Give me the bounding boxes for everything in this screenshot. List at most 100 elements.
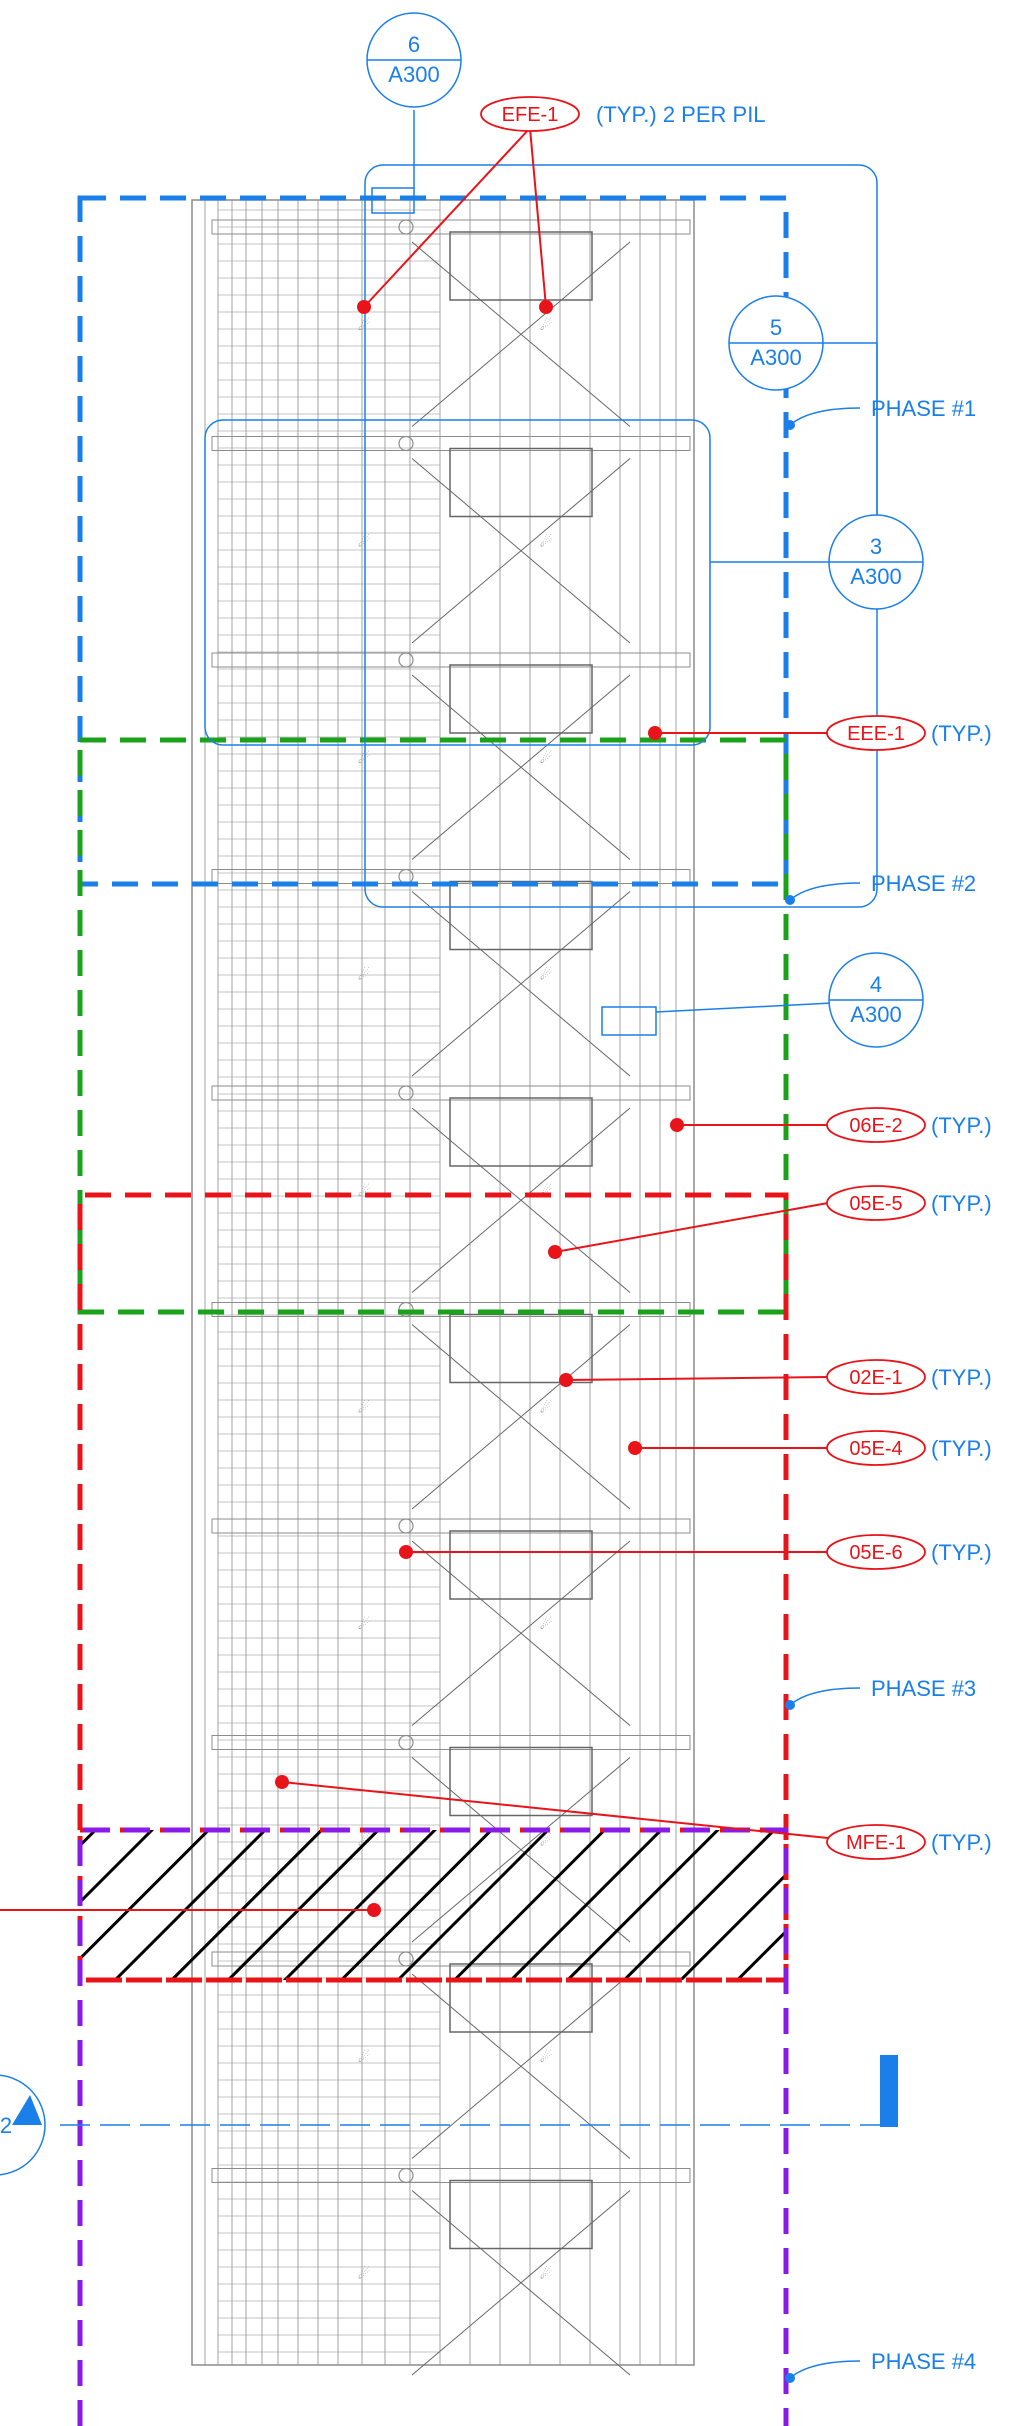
tag-05e-5-label: 05E-5	[849, 1193, 902, 1215]
cut-line-bubble[interactable]: 2	[0, 2074, 46, 2176]
section-bubble-4-sheet: A300	[850, 1002, 901, 1027]
rack-symbol: ☄	[358, 534, 371, 551]
phase-4-label: PHASE #4	[871, 2349, 976, 2374]
equipment-box	[449, 1313, 593, 1384]
phase-3-boundary	[77, 1192, 789, 1983]
tag-05e-5-note: (TYP.)	[931, 1191, 992, 1216]
phase-1-label: PHASE #1	[871, 396, 976, 421]
bracing-line	[411, 674, 631, 860]
tag-05e-4[interactable]: 05E-4 (TYP.)	[826, 1430, 992, 1466]
equipment-box	[449, 664, 593, 734]
bracing-line	[411, 1540, 631, 1726]
pile-circle	[398, 219, 414, 235]
rack-symbol: ☄	[358, 1616, 371, 1633]
section-bubble-3-sheet: A300	[850, 564, 901, 589]
section-bubble-6[interactable]: 6 A300	[366, 12, 462, 108]
section-bubble-4-number: 4	[870, 972, 882, 997]
rack-symbol: ☄	[358, 1400, 371, 1417]
cut-line-marker	[880, 2055, 898, 2127]
pile-circle	[398, 1734, 414, 1751]
rack-symbol: ☄	[540, 1400, 553, 1417]
rack-symbol: ☄	[540, 2266, 553, 2283]
equipment-box	[449, 447, 593, 518]
phase-leaders	[789, 407, 861, 2379]
rack-symbol: ☄	[540, 317, 553, 334]
tag-05e-6-note: (TYP.)	[931, 1540, 992, 1565]
bracing-line	[411, 2190, 631, 2376]
rack-beam	[211, 1518, 691, 1534]
tag-05e-6[interactable]: 05E-6 (TYP.)	[826, 1534, 992, 1570]
rack-beam	[211, 1085, 691, 1101]
rack-symbol: ☄	[540, 1616, 553, 1633]
rack-beam	[211, 2168, 691, 2183]
tag-02e-1-label: 02E-1	[849, 1367, 902, 1389]
phase-1-boundary	[77, 195, 789, 887]
rack-symbol: ☄	[540, 2049, 553, 2066]
callout-outlines	[60, 110, 890, 2126]
section-bubble-5[interactable]: 5 A300	[728, 295, 824, 391]
phase-3-label: PHASE #3	[871, 1676, 976, 1701]
section-bubble-3-number: 3	[870, 534, 882, 559]
tag-05e-4-note: (TYP.)	[931, 1436, 992, 1461]
rack-symbol: ☄	[540, 534, 553, 551]
tag-efe-1-label: EFE-1	[502, 104, 559, 126]
rack-symbol: ☄	[358, 750, 371, 767]
tag-mfe-1-label: MFE-1	[846, 1832, 906, 1854]
bracing-line	[411, 891, 631, 1077]
section-bubble-3[interactable]: 3 A300	[828, 514, 924, 610]
tag-eee-1-note: (TYP.)	[931, 721, 992, 746]
section-bubble-5-number: 5	[770, 315, 782, 340]
pile-rack-structure: ☄☄☄☄☄☄☄☄☄☄☄☄☄☄☄☄☄☄☄☄	[191, 199, 695, 2376]
rack-symbol: ☄	[358, 2049, 371, 2066]
section-bubble-4[interactable]: 4 A300	[828, 952, 924, 1048]
phase-2-label: PHASE #2	[871, 871, 976, 896]
tag-efe-1-note: (TYP.) 2 PER PIL	[596, 102, 766, 127]
tag-06e-2-note: (TYP.)	[931, 1113, 992, 1138]
rack-symbol: ☄	[540, 967, 553, 984]
rack-symbol: ☄	[358, 967, 371, 984]
bracing-line	[411, 241, 631, 427]
rack-beam	[211, 652, 691, 668]
tag-05e-4-label: 05E-4	[849, 1438, 902, 1460]
equipment-box	[449, 1097, 593, 1167]
section-bubble-6-number: 6	[408, 32, 420, 57]
tag-06e-2-label: 06E-2	[849, 1115, 902, 1137]
tag-06e-2[interactable]: 06E-2 (TYP.)	[826, 1107, 992, 1143]
rack-beam	[211, 219, 691, 235]
tag-eee-1[interactable]: EEE-1 (TYP.)	[826, 715, 992, 751]
rack-symbol: ☄	[358, 317, 371, 334]
pile-circle	[398, 652, 414, 668]
bracing-line	[411, 1973, 631, 2159]
tag-05e-6-label: 05E-6	[849, 1542, 902, 1564]
phase-boundaries	[77, 195, 789, 2426]
bracing-line	[411, 458, 631, 644]
section-bubble-5-sheet: A300	[750, 345, 801, 370]
tag-eee-1-label: EEE-1	[847, 723, 905, 745]
pile-circle	[398, 435, 414, 452]
pile-circle	[398, 1085, 414, 1101]
phase-4-boundary	[77, 1827, 789, 2426]
tag-efe-1[interactable]: EFE-1 (TYP.) 2 PER PIL	[480, 96, 766, 132]
equipment-box	[449, 880, 593, 951]
tag-mfe-1[interactable]: MFE-1 (TYP.)	[826, 1824, 992, 1860]
tag-mfe-1-note: (TYP.)	[931, 1830, 992, 1855]
pile-circle	[398, 1518, 414, 1534]
rack-symbol: ☄	[540, 750, 553, 767]
rack-beam	[211, 436, 691, 451]
hatched-zone	[77, 1827, 789, 1983]
tag-02e-1-note: (TYP.)	[931, 1365, 992, 1390]
section-bubble-6-sheet: A300	[388, 62, 439, 87]
equipment-box	[449, 1746, 593, 1817]
phase-leader-dots	[785, 420, 795, 2383]
tag-leader-dots	[275, 300, 684, 1917]
equipment-box	[449, 2179, 593, 2250]
cut-line-bubble-number: 2	[0, 2113, 12, 2138]
tag-05e-5[interactable]: 05E-5 (TYP.)	[826, 1185, 992, 1221]
tag-02e-1[interactable]: 02E-1 (TYP.)	[826, 1359, 992, 1395]
rack-beam	[211, 1735, 691, 1750]
bracing-line	[411, 1107, 631, 1293]
tag-leaders	[0, 127, 829, 1911]
equipment-box	[449, 231, 593, 301]
equipment-box	[449, 1530, 593, 1600]
